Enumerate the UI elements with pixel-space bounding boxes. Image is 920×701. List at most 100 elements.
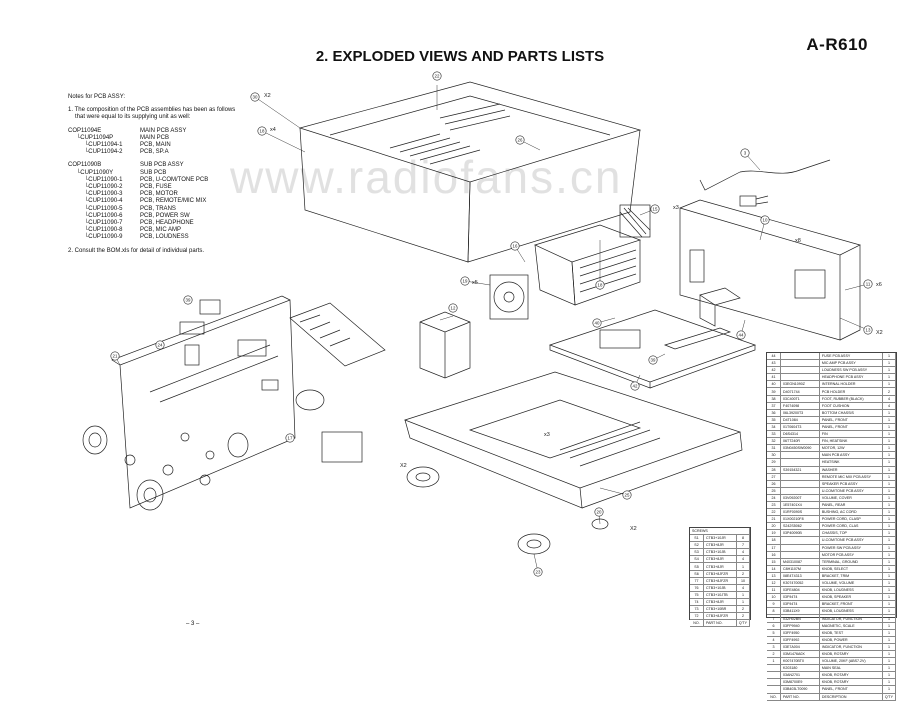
part-number-index: 41 (767, 373, 781, 382)
callout-circle (110, 351, 120, 361)
callout-circle (595, 280, 605, 290)
rear-panel (679, 199, 861, 341)
part-description: MAIN PCB ASSY (819, 451, 883, 460)
screw-index: S6 (690, 570, 704, 578)
pcb-code: └CUP11090-7 (84, 220, 123, 227)
screw-part-code: CTB3+10JB (703, 584, 737, 592)
pcb-code: └CUP11090-5 (84, 205, 123, 212)
pcb-description: PCB, REMOTE/MIC MIX (140, 198, 207, 205)
part-description: PANEL, REAR (819, 501, 883, 510)
part-description: MIC AMP PCB ASSY (819, 359, 883, 368)
callout-number: 23 (536, 570, 541, 575)
part-code: D6S4314 (780, 430, 820, 439)
bottom-chassis (403, 371, 743, 509)
qty-x2-rear-label: X2 (876, 330, 883, 336)
callout-circle (460, 276, 470, 286)
part-quantity: 1 (882, 480, 897, 488)
pcb-description: MAIN PCB (140, 134, 170, 141)
part-code (780, 458, 820, 467)
screw-index: 75 (690, 591, 704, 599)
part-number-index: 2 (767, 650, 781, 659)
part-quantity: 1 (882, 565, 897, 573)
screw-part-code: CTB3+8JR (703, 541, 737, 550)
callout-circle (432, 71, 442, 81)
part-description: KNOB, LOUDNESS (819, 607, 883, 616)
part-number-index: 30 (767, 451, 781, 460)
callout-circle (622, 490, 632, 500)
screw-quantity: 1 (736, 562, 751, 571)
footer-no: NO. (690, 619, 704, 628)
ucom-tone-pcb (289, 302, 386, 367)
part-code: 03V09200T (780, 494, 820, 502)
part-description: INDICATOR, FUNCTION (819, 614, 883, 623)
callout-circle (183, 295, 193, 305)
part-code: 03ZH02BN (780, 614, 820, 623)
part-number-index (767, 685, 781, 694)
feet (406, 466, 609, 555)
part-quantity: 1 (882, 593, 897, 602)
part-quantity: 1 (882, 437, 897, 446)
transformer (419, 287, 741, 379)
part-code: 03FE4804 (780, 586, 820, 595)
part-number-index: 21 (767, 515, 781, 524)
callout-circle (515, 135, 525, 145)
screw-part-code: CTB3+10JR (703, 534, 737, 543)
part-quantity: 1 (882, 373, 897, 382)
screw-index: 72 (690, 612, 704, 621)
part-quantity: 1 (882, 650, 897, 659)
part-number-index: 36 (767, 409, 781, 417)
callout-number: 39 (186, 298, 191, 303)
part-description: WASHER (819, 466, 883, 474)
part-code (780, 473, 820, 481)
part-number-index: 22 (767, 508, 781, 517)
callout-number: 13 (866, 328, 871, 333)
part-number-index (767, 671, 781, 680)
part-code: 06TT240R (780, 437, 820, 446)
part-description: MAGNETIC, SCALE (819, 622, 883, 630)
part-code (780, 359, 820, 368)
screw-quantity: 1 (736, 598, 751, 607)
part-code: 03B403LT0090 (780, 685, 820, 694)
pcb-description: SUB PCB ASSY (140, 162, 184, 169)
part-description: KNOB, ROTARY (819, 671, 883, 680)
part-number-index: 20 (767, 522, 781, 531)
part-number-index: 29 (767, 458, 781, 467)
part-description: INDICATOR, FUNCTION (819, 643, 883, 651)
top-cover (298, 81, 642, 263)
screw-part-code: CTB3+10BR (703, 605, 737, 614)
screw-index: 74 (690, 598, 704, 607)
pcb-code: └CUP11090-4 (84, 198, 123, 205)
callout-circle (533, 567, 543, 577)
part-number-index: 27 (767, 473, 781, 481)
part-quantity: 1 (882, 579, 897, 588)
part-number-index (767, 664, 781, 673)
watermark: www.radiofans.cn (230, 151, 623, 203)
part-quantity: 1 (882, 416, 897, 424)
qty-x2-foot2-label: X2 (630, 526, 637, 532)
part-quantity: 1 (882, 636, 897, 644)
footer-part: PART NO. (703, 619, 737, 628)
part-description: MOTOR, 12W (819, 444, 883, 453)
callout-number: 10 (763, 218, 768, 223)
callout-number: 25 (625, 493, 630, 498)
callout-circle (257, 126, 267, 136)
part-description: KNOB, SPEAKER (819, 593, 883, 602)
